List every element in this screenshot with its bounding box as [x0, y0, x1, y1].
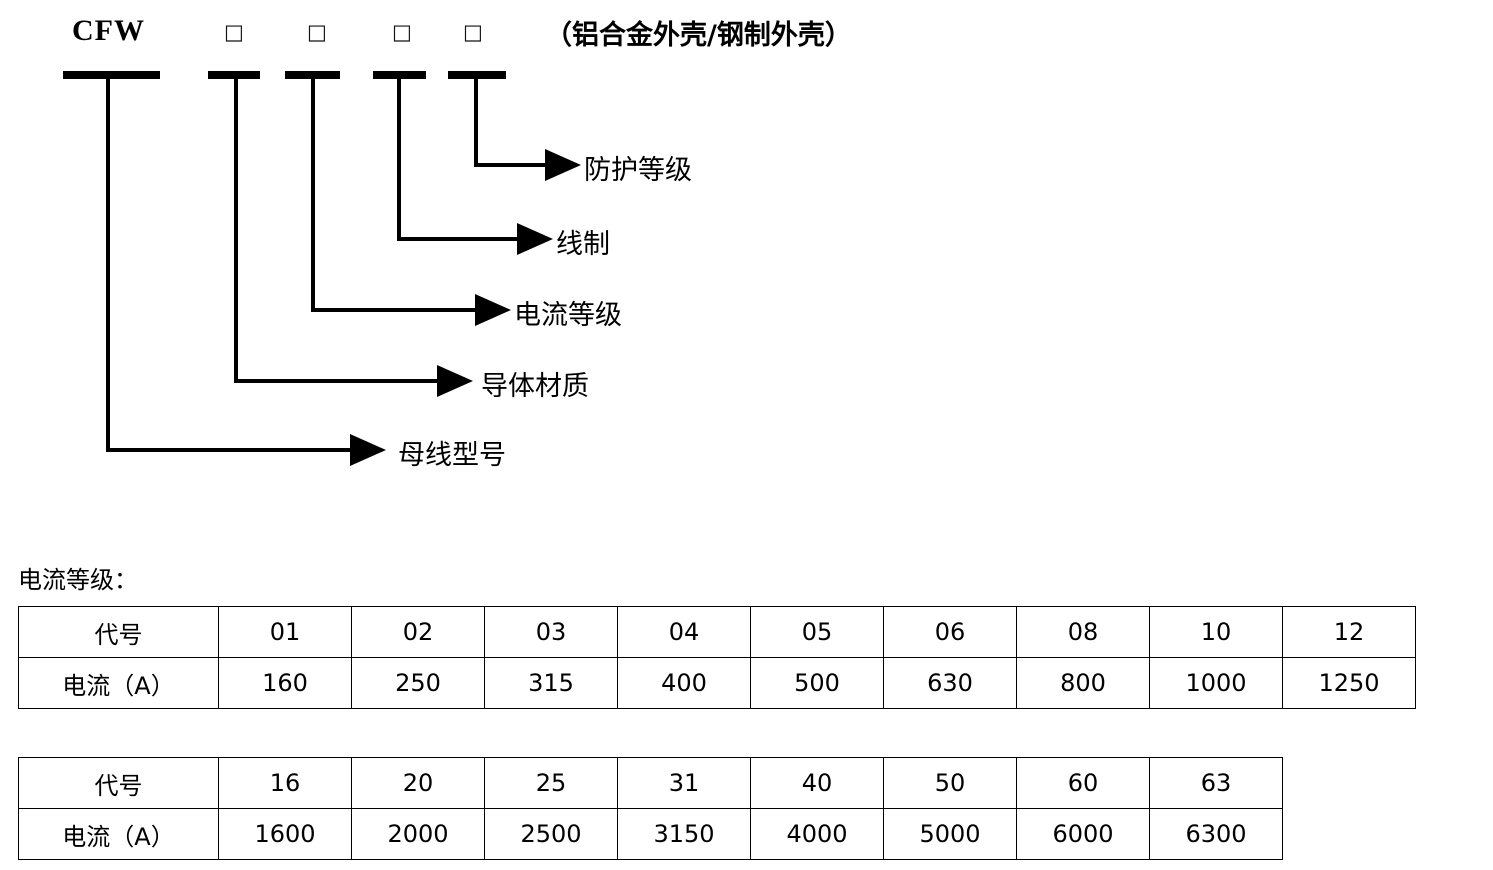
model-slot-protection-level: □	[463, 20, 483, 44]
leader-label-conductor-material: 导体材质	[481, 371, 589, 402]
model-breakdown-diagram: 防护等级 线制 电流等级 导体材质 母线型号	[63, 71, 692, 471]
leader-label-wiring-system: 线制	[556, 229, 610, 260]
leader-label-busbar-model: 母线型号	[398, 440, 506, 471]
model-slot-conductor-material: □	[224, 20, 244, 44]
cell-current: 800	[1016, 657, 1150, 709]
leader-line-protection-level	[474, 79, 581, 181]
cell-code: 20	[351, 757, 485, 809]
cell-code: 16	[218, 757, 352, 809]
row-header-code: 代号	[18, 606, 219, 658]
housing-type-note: （铝合金外壳/钢制外壳）	[545, 20, 852, 51]
cell-code: 02	[351, 606, 485, 658]
leader-label-current-rating: 电流等级	[514, 300, 622, 331]
leader-line-current-rating	[311, 79, 511, 326]
cell-code: 63	[1149, 757, 1283, 809]
cell-current: 315	[484, 657, 618, 709]
cap-bar-wiring-system	[373, 71, 426, 79]
cell-current: 630	[883, 657, 1017, 709]
cell-code: 10	[1149, 606, 1283, 658]
cell-current: 5000	[883, 808, 1017, 860]
cell-code: 05	[750, 606, 884, 658]
cell-current: 160	[218, 657, 352, 709]
model-prefix-label: CFW	[72, 14, 145, 47]
cell-code: 08	[1016, 606, 1150, 658]
leader-lines-svg	[63, 71, 581, 466]
cap-bar-protection-level	[448, 71, 506, 79]
cell-code: 60	[1016, 757, 1150, 809]
cap-bar-conductor-material	[208, 71, 260, 79]
cell-current: 1250	[1282, 657, 1416, 709]
cell-current: 250	[351, 657, 485, 709]
cell-code: 50	[883, 757, 1017, 809]
row-header-current: 电流（A）	[18, 808, 219, 860]
leader-label-protection-level: 防护等级	[584, 155, 692, 186]
model-slot-wiring-system: □	[392, 20, 412, 44]
row-header-code: 代号	[18, 757, 219, 809]
cell-code: 06	[883, 606, 1017, 658]
model-designation-header: CFW □ □ □ □ （铝合金外壳/钢制外壳）	[0, 0, 1493, 62]
cap-bar-busbar-model	[63, 71, 160, 79]
cell-current: 400	[617, 657, 751, 709]
cell-code: 01	[218, 606, 352, 658]
leader-line-busbar-model	[106, 79, 386, 466]
cell-code: 12	[1282, 606, 1416, 658]
current-rating-caption: 电流等级：	[18, 566, 138, 594]
cell-current: 6300	[1149, 808, 1283, 860]
segment-cap-bars	[63, 71, 506, 79]
cell-current: 2500	[484, 808, 618, 860]
cell-current: 500	[750, 657, 884, 709]
cell-code: 03	[484, 606, 618, 658]
cell-code: 25	[484, 757, 618, 809]
cell-current: 1600	[218, 808, 352, 860]
cell-code: 40	[750, 757, 884, 809]
cell-code: 31	[617, 757, 751, 809]
row-header-current: 电流（A）	[18, 657, 219, 709]
model-slot-current-rating: □	[307, 20, 327, 44]
leader-line-wiring-system	[397, 79, 553, 255]
cell-code: 04	[617, 606, 751, 658]
leader-line-conductor-material	[234, 79, 473, 397]
cell-current: 2000	[351, 808, 485, 860]
cell-current: 3150	[617, 808, 751, 860]
cell-current: 6000	[1016, 808, 1150, 860]
cell-current: 1000	[1149, 657, 1283, 709]
cap-bar-current-rating	[285, 71, 340, 79]
cell-current: 4000	[750, 808, 884, 860]
